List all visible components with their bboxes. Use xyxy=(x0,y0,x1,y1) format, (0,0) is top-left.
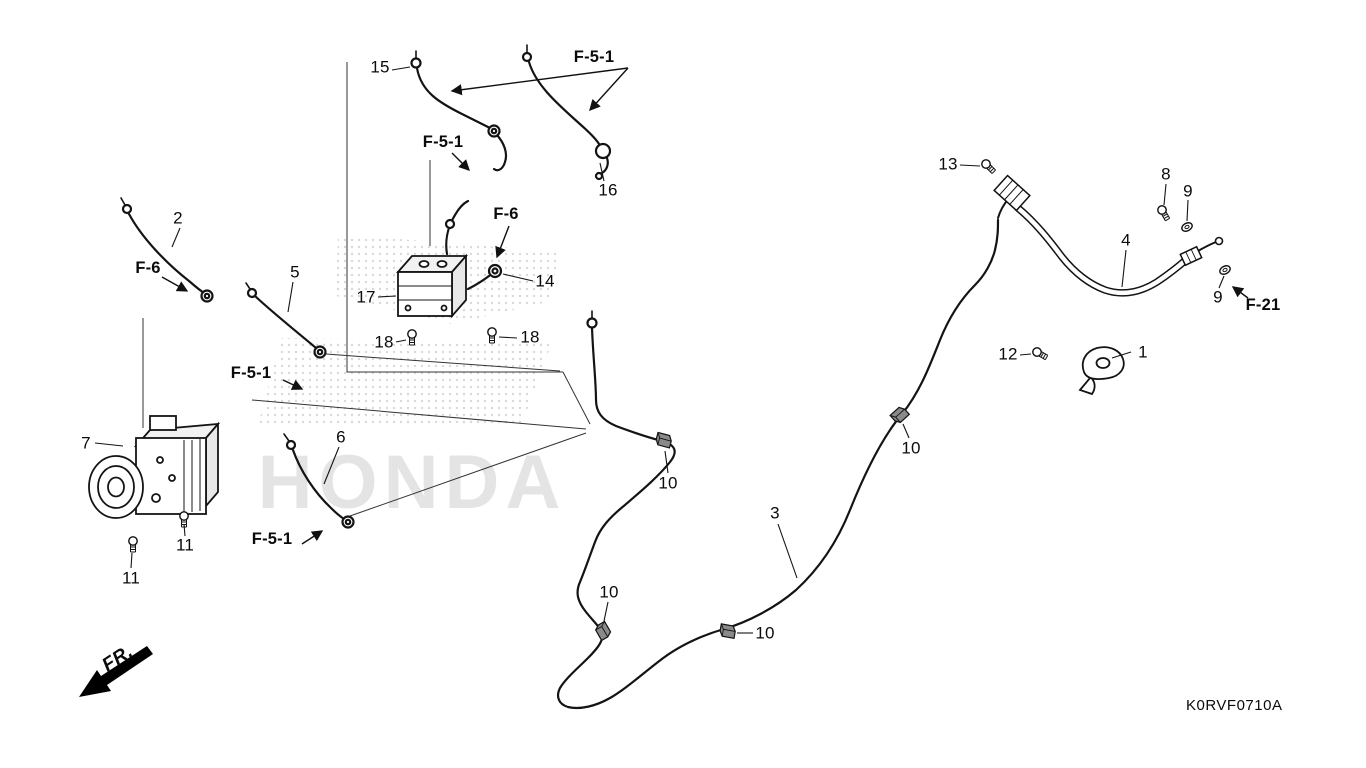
part-callout: 10 xyxy=(599,582,619,602)
washer-9-lower xyxy=(1217,263,1233,277)
part-callout: 16 xyxy=(598,180,618,200)
pipe-clip-b xyxy=(654,431,674,449)
ref-callout: F-6 xyxy=(135,258,161,277)
bolt-12 xyxy=(1030,345,1050,363)
diagram-code: K0RVF0710A xyxy=(1186,697,1283,714)
part-callout: 10 xyxy=(901,438,921,458)
part-callout: 4 xyxy=(1121,230,1131,250)
part-callout: 18 xyxy=(520,327,540,347)
part-callout: 10 xyxy=(658,473,678,493)
ref-callout: F-5-1 xyxy=(573,47,615,66)
abs-modulator-unit xyxy=(88,415,221,519)
bolt-18-right xyxy=(486,326,498,344)
part-callout: 10 xyxy=(755,623,775,643)
part-callout: 12 xyxy=(998,344,1018,364)
ref-callout: F-5-1 xyxy=(251,529,293,548)
part-callout: 6 xyxy=(336,427,346,447)
part-callout: 9 xyxy=(1213,287,1223,307)
bolt-11-lower xyxy=(127,535,139,553)
washer-9-upper xyxy=(1179,220,1195,234)
reference-arrows xyxy=(161,67,1249,545)
ref-callout: F-5-1 xyxy=(422,132,464,151)
part-callout: 11 xyxy=(175,535,195,555)
part-callout: 8 xyxy=(1161,164,1171,184)
ref-callout: F-21 xyxy=(1245,295,1281,314)
part-callout: 18 xyxy=(374,332,394,352)
brake-pipe-6 xyxy=(283,433,355,529)
part-callout: 1 xyxy=(1138,342,1148,362)
part-callout: 11 xyxy=(121,568,141,588)
part-callout: 7 xyxy=(81,433,91,453)
construction-lines xyxy=(142,62,591,517)
part-callout: 9 xyxy=(1183,181,1193,201)
bolt-8 xyxy=(1155,203,1173,223)
watermark-text: HONDA xyxy=(258,440,567,525)
part-callout: 14 xyxy=(535,271,555,291)
leader-lines xyxy=(94,66,1225,634)
front-direction-arrow xyxy=(79,646,153,697)
bolt-13 xyxy=(979,157,998,176)
part-callout: 5 xyxy=(290,262,300,282)
brake-pipe-5 xyxy=(245,282,327,359)
pipe-clip-d xyxy=(718,622,737,640)
part-callout: 15 xyxy=(370,57,390,77)
hose-clamp-bracket xyxy=(1078,346,1125,396)
brake-pipe-2 xyxy=(120,197,214,303)
bolt-18-left xyxy=(406,328,418,346)
modulator-pipe-upper xyxy=(444,199,503,291)
part-callout: 17 xyxy=(356,287,376,307)
brake-pipe-3 xyxy=(557,218,1000,710)
ref-callout: F-6 xyxy=(493,204,519,223)
part-callout: 13 xyxy=(938,154,958,174)
modulator-bracket-unit xyxy=(396,253,468,319)
part-callout: 3 xyxy=(770,503,780,523)
brake-pipe-15 xyxy=(410,50,508,172)
brake-hose-4 xyxy=(993,174,1224,297)
part-callout: 2 xyxy=(173,208,183,228)
ref-callout: F-5-1 xyxy=(230,363,272,382)
